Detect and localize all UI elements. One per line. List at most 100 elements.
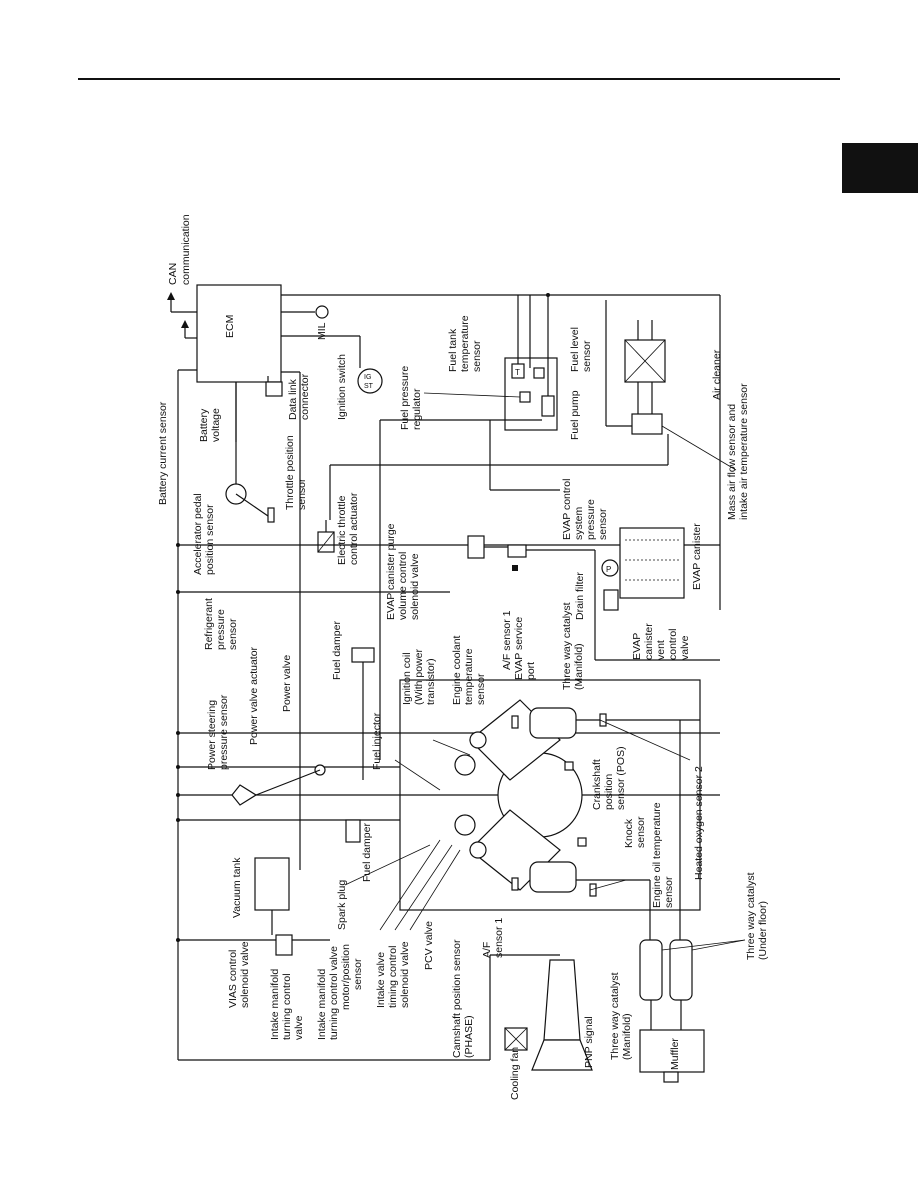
exhaust-cam-right [469, 731, 487, 749]
purge-label-1: EVAP canister purge [385, 523, 397, 620]
fls-label-1: Fuel level [569, 327, 581, 372]
af1b-label-1: A/F [481, 942, 493, 958]
spark-plug-label: Spark plug [336, 880, 348, 930]
app-label-1: Accelerator pedal [192, 493, 204, 575]
ivt-label-1: Intake valve [375, 952, 387, 1008]
battery-voltage-label-1: Battery [198, 408, 210, 442]
vent-label-5: valve [679, 635, 691, 660]
imtcv-label-2: turning control [281, 973, 293, 1040]
ftt-label-1: Fuel tank [447, 328, 459, 372]
ect-label-1: Engine coolant [451, 635, 463, 705]
ckp-label-1: Crankshaft [591, 759, 603, 810]
maf-sensor [631, 413, 663, 435]
ignition-switch-label: Ignition switch [336, 354, 348, 420]
twcmb-label-1: Three way catalyst [609, 972, 621, 1060]
pv-label: Power valve [281, 655, 293, 712]
imtcvm-label-3: motor/position [340, 944, 352, 1010]
battery-current-sensor-label: Battery current sensor [157, 401, 169, 505]
battery-voltage-label-2: voltage [210, 408, 222, 442]
air-cleaner-label: Air cleaner [711, 349, 723, 400]
intake-cam-right [454, 754, 476, 776]
purge-label-3: solenoid valve [409, 553, 421, 620]
ks-label-2: sensor [635, 816, 647, 848]
cmp-label-1: Camshaft position sensor [451, 939, 463, 1058]
st-label: ST [364, 383, 374, 390]
twc-manifold-left [529, 861, 577, 893]
fuel-damper-top-label: Fuel damper [331, 621, 343, 680]
ps-label-1: Power steering [206, 700, 218, 770]
power-valve-actuator-icon [231, 784, 258, 806]
vent-label-2: canister [643, 623, 655, 660]
canister-label: EVAP canister [691, 523, 703, 590]
dlc-label-1: Data link [287, 378, 299, 420]
purge-label-2: volume control [397, 552, 409, 620]
svg-text:P: P [606, 565, 611, 574]
imtcvm-label-2: turning control valve [328, 946, 340, 1040]
tailpipe [663, 1071, 679, 1083]
af1b-label-2: sensor 1 [493, 918, 505, 958]
intake-cam-left [454, 814, 476, 836]
mil-label: MIL [316, 322, 328, 340]
crankshaft-sensor-icon [564, 761, 574, 771]
pnp-label: PNP signal [583, 1016, 595, 1068]
ckp-label-2: position [603, 774, 615, 810]
ps-label-2: pressure sensor [218, 694, 230, 770]
pcv-label: PCV valve [423, 921, 435, 970]
data-link-connector [265, 381, 283, 397]
ignition-switch-icon [357, 368, 383, 394]
fuel-damper-bottom-label: Fuel damper [361, 823, 373, 882]
imtcvm-label-1: Intake manifold [316, 969, 328, 1040]
ref-label-3: sensor [227, 618, 239, 650]
evps-label-4: sensor [597, 508, 609, 540]
vias-label-2: solenoid valve [239, 941, 251, 1008]
fuel-pump-icon [541, 395, 555, 417]
section-tab [842, 143, 918, 193]
vacuum-tank [254, 857, 290, 911]
imtcvm-label-4: sensor [352, 958, 364, 990]
muffler-label: Muffler [669, 1038, 681, 1070]
dlc-label-2: connector [299, 373, 311, 420]
evap-canister [619, 527, 685, 599]
can-label-2: communication [180, 214, 192, 285]
tps-label-1: Throttle position [284, 435, 296, 510]
fuel-pump-label: Fuel pump [569, 390, 581, 440]
can-label-1: CAN [167, 263, 179, 285]
etc-label-1: Electric throttle [336, 495, 348, 565]
pva-label: Power valve actuator [248, 646, 260, 745]
imtcv-label-3: valve [293, 1015, 305, 1040]
transmission-bell [531, 1039, 593, 1071]
ecm-box [196, 284, 282, 383]
evps-label-3: pressure [585, 499, 597, 540]
engine-outline [399, 679, 701, 911]
ckp-label-3: sensor (POS) [615, 746, 627, 810]
vias-valve-icon [275, 934, 293, 956]
tps-label-2: sensor [296, 478, 308, 510]
app-label-2: position sensor [204, 504, 216, 575]
vacuum-tank-label: Vacuum tank [231, 857, 243, 918]
ect-label-3: sensor [475, 673, 487, 705]
fi-label: Fuel injector [371, 712, 383, 770]
twc-underfloor-left [639, 939, 663, 1001]
accelerator-pedal-icon [267, 507, 275, 523]
evap-purge-valve [467, 535, 485, 559]
ivt-label-2: timing control [387, 946, 399, 1008]
vias-label-1: VIAS control [227, 950, 239, 1008]
mil-lamp-icon [315, 305, 329, 319]
maf-label-2: intake air temperature sensor [738, 383, 750, 520]
vent-label-1: EVAP [631, 633, 643, 660]
ect-label-2: temperature [463, 648, 475, 705]
fuel-level-sensor [533, 367, 545, 379]
coil-label-3: transistor) [425, 658, 437, 705]
header-rule [78, 78, 840, 80]
coil-label-2: (With power [413, 648, 425, 705]
twcmb-label-2: (Manifold) [621, 1013, 633, 1060]
ref-label-1: Refrigerant [203, 598, 215, 650]
af-sensor-left [511, 877, 519, 891]
esp-label-2: port [525, 662, 537, 680]
fuel-pressure-regulator-icon [519, 391, 531, 403]
ho2s2-label: Heated oxygen sensor 2 [693, 766, 705, 880]
etc-label-2: control actuator [348, 492, 360, 565]
ig-label: IG [364, 374, 371, 381]
fpr-label-2: regulator [411, 388, 423, 430]
svg-text:T: T [515, 368, 520, 377]
